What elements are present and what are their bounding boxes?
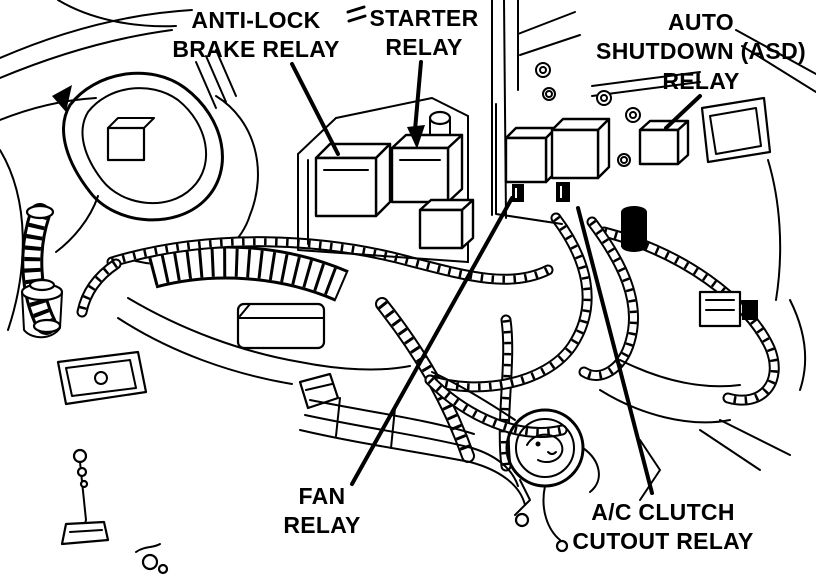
anti-lock-leader-line [290,62,340,156]
fan-leader-line [350,196,514,486]
fan-relay-box [504,126,558,202]
label-anti-lock-brake-relay: ANTI-LOCK BRAKE RELAY [172,7,340,63]
asd-leader-line [664,94,702,130]
lower-relay-box [418,198,475,250]
black-canister [621,206,647,252]
bottom-rods [299,397,526,506]
ac-clutch-relay-box [550,117,611,202]
starter-leader-arrowhead [407,125,425,149]
asd-relay-box [596,90,690,167]
firewall-panel [491,0,701,225]
reservoir [20,271,64,339]
starter-leader-line [413,60,423,132]
ac-clutch-leader-line [576,206,654,495]
engine-lower-right [599,290,807,501]
starter-relay-box [390,133,464,204]
label-fan-relay: FAN RELAY [283,483,361,539]
label-ac-clutch-cutout-relay: A/C CLUTCH CUTOUT RELAY [572,499,754,555]
coiled-wire [431,371,600,553]
harness-branches-left [117,297,411,410]
tick-marks [346,5,367,23]
leader-lines [290,60,702,495]
right-bracket [700,29,816,301]
label-auto-shutdown-asd-relay: AUTO SHUTDOWN (ASD) RELAY [596,9,806,94]
lamp-housing [52,71,224,222]
label-starter-relay: STARTER RELAY [369,5,479,61]
anti-lock-relay-box [314,142,392,218]
ribbed-duct [152,263,342,286]
antenna-sensor [60,448,169,575]
mount-bracket [56,350,148,406]
bellows-hose [27,206,62,332]
